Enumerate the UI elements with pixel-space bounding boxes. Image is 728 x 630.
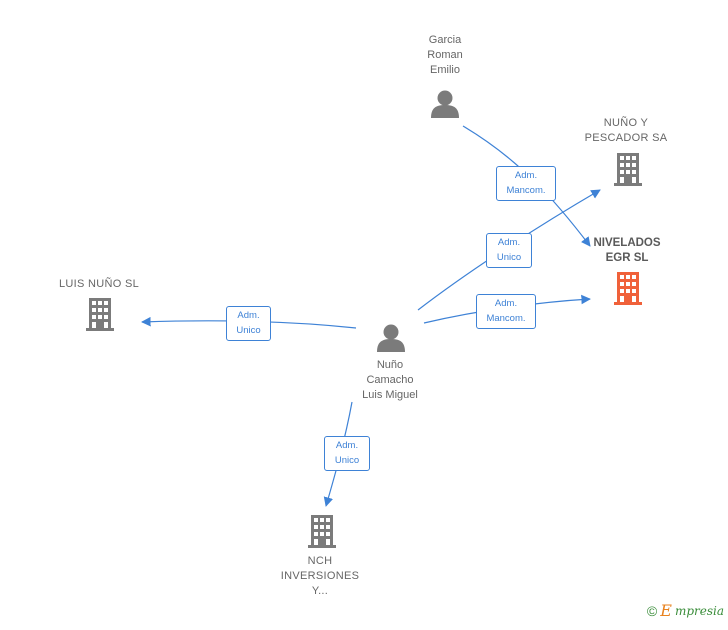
node-label-garcia[interactable]: Garcia Roman Emilio — [427, 34, 463, 76]
building-icon[interactable] — [308, 515, 336, 548]
person-icon[interactable] — [377, 324, 405, 353]
edge-label-nuno-luisnuno: Adm. Unico — [226, 306, 271, 341]
edge-label-nuno-nch: Adm. Unico — [324, 436, 370, 471]
edge-label-nuno-nunoypescador: Adm. Unico — [486, 233, 532, 268]
edge-label-garcia-nivelados: Adm. Mancom. — [496, 166, 556, 201]
person-icon[interactable] — [431, 90, 459, 119]
building-icon[interactable] — [614, 153, 642, 186]
node-label-nivelados[interactable]: NIVELADOS EGR SL — [593, 237, 661, 264]
building-icon[interactable] — [86, 298, 114, 331]
brand-initial: E — [660, 601, 672, 620]
copyright-icon: © — [646, 602, 658, 619]
edge-label-nuno-nivelados: Adm. Mancom. — [476, 294, 536, 329]
node-label-nuno-y-pescador[interactable]: NUÑO Y PESCADOR SA — [584, 117, 668, 144]
node-label-nuno-camacho[interactable]: Nuño Camacho Luis Miguel — [362, 359, 418, 401]
node-label-nch[interactable]: NCH INVERSIONES Y... — [280, 555, 360, 597]
node-label-luis-nuno[interactable]: LUIS NUÑO SL — [58, 278, 139, 290]
building-icon[interactable] — [614, 272, 642, 305]
brand-name: mpresia — [674, 603, 724, 618]
